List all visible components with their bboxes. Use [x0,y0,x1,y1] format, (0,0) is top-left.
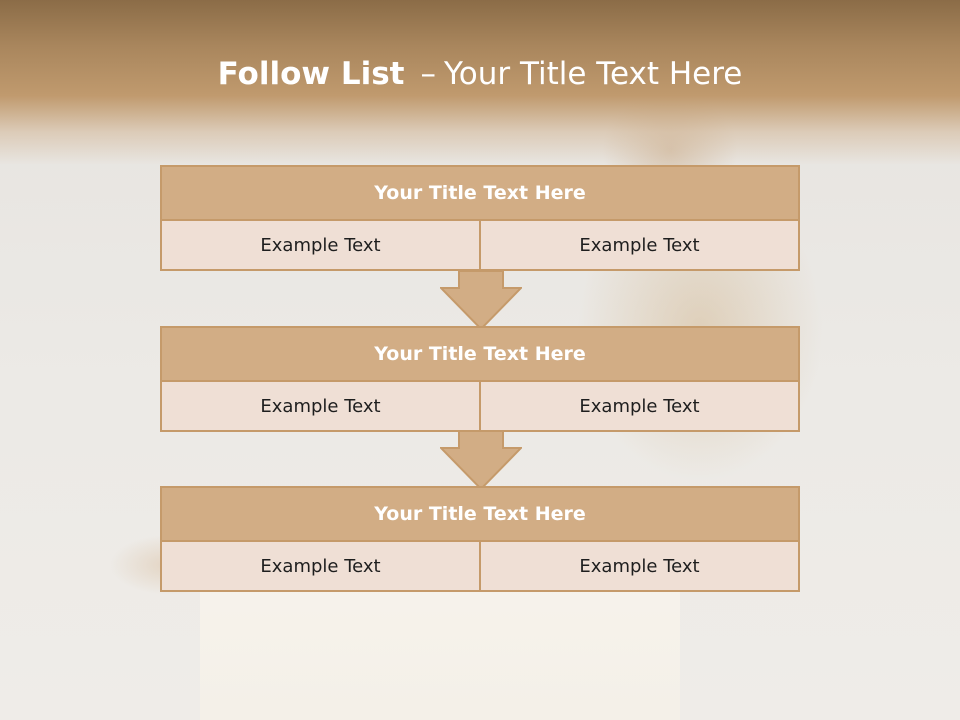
block-title: Your Title Text Here [160,165,800,221]
block-row: Example Text Example Text [160,382,800,432]
block-cell-right: Example Text [481,221,800,271]
slide-title: Follow List–Your Title Text Here [0,56,960,92]
title-rest: Your Title Text Here [443,56,743,92]
header-band [0,0,960,165]
block-title: Your Title Text Here [160,326,800,382]
follow-block-2: Your Title Text Here Example Text Exampl… [160,326,800,432]
block-row: Example Text Example Text [160,542,800,592]
block-cell-right: Example Text [481,382,800,432]
block-cell-left: Example Text [160,542,481,592]
block-cell-left: Example Text [160,221,481,271]
follow-block-3: Your Title Text Here Example Text Exampl… [160,486,800,592]
down-arrow-icon [440,271,522,331]
down-arrow-icon [440,431,522,491]
follow-block-1: Your Title Text Here Example Text Exampl… [160,165,800,271]
background-dress-shape [200,590,680,720]
title-dash: – [420,56,436,92]
block-cell-left: Example Text [160,382,481,432]
block-row: Example Text Example Text [160,221,800,271]
title-bold: Follow List [217,56,405,92]
block-title: Your Title Text Here [160,486,800,542]
block-cell-right: Example Text [481,542,800,592]
